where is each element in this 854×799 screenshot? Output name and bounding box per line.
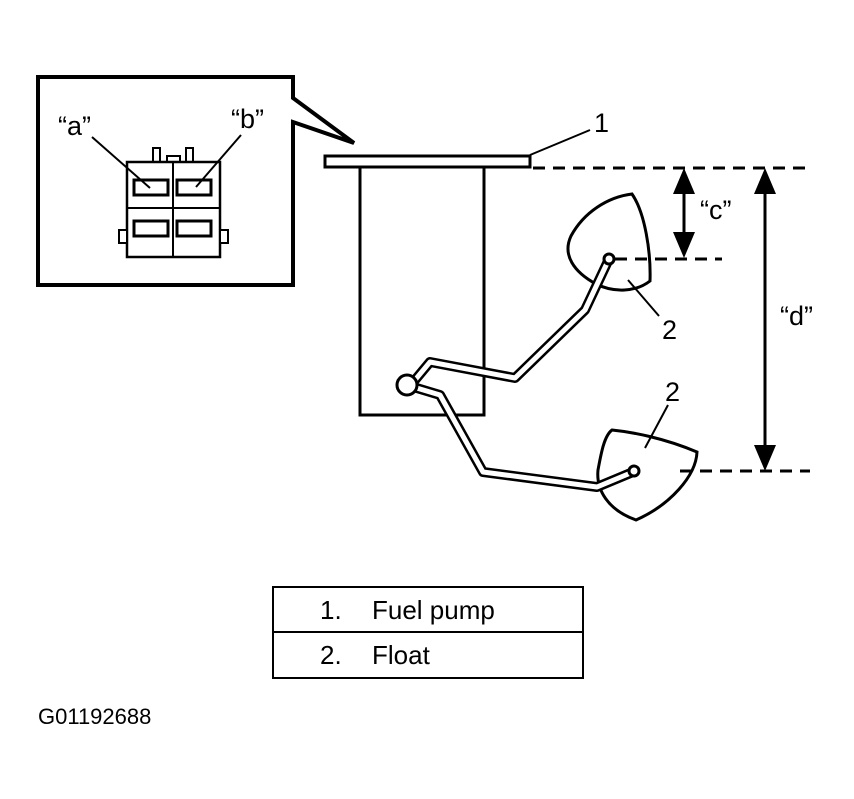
float-lower xyxy=(596,428,699,522)
legend-number: 1. xyxy=(320,595,342,625)
callout-2-upper-leader xyxy=(627,279,660,317)
dimension-d: “d” xyxy=(754,168,813,471)
reference-lines xyxy=(533,166,810,473)
dimension-d-arrow-down xyxy=(754,445,776,471)
legend-table: 1. Fuel pump 2. Float xyxy=(272,586,584,679)
legend-text: Fuel pump xyxy=(372,595,495,625)
callout-1-leader xyxy=(529,129,591,156)
dimension-d-label: “d” xyxy=(780,301,813,331)
dimension-c-arrow-down xyxy=(673,232,695,258)
float-upper xyxy=(566,192,652,292)
dimension-c-arrow-up xyxy=(673,168,695,194)
legend-text: Float xyxy=(372,640,431,670)
arm-pivot xyxy=(395,373,419,397)
legend-number: 2. xyxy=(320,640,342,670)
legend-row: 1. Fuel pump xyxy=(320,595,495,625)
callout-1-label: 1 xyxy=(594,108,609,138)
legend-row: 2. Float xyxy=(320,640,431,670)
terminal-a-leader xyxy=(91,136,151,189)
float-lower-pin xyxy=(627,464,641,478)
dimension-c-label: “c” xyxy=(700,195,731,225)
callout-2-lower-label: 2 xyxy=(665,377,680,407)
callout-2-lower-leader xyxy=(644,404,669,449)
float-upper-pin xyxy=(602,252,616,266)
callout-2-upper-label: 2 xyxy=(662,315,677,345)
terminal-b-label: “b” xyxy=(231,104,264,134)
terminal-b-leader xyxy=(195,134,242,188)
dimension-c: “c” xyxy=(673,168,731,258)
terminal-a-label: “a” xyxy=(58,111,91,141)
connector-icon xyxy=(118,147,229,259)
connector-inset: “a” “b” xyxy=(36,75,356,287)
pump-flange xyxy=(323,154,532,169)
float-arms xyxy=(405,254,638,492)
figure-code: G01192688 xyxy=(38,704,151,729)
dimension-d-arrow-up xyxy=(754,168,776,194)
